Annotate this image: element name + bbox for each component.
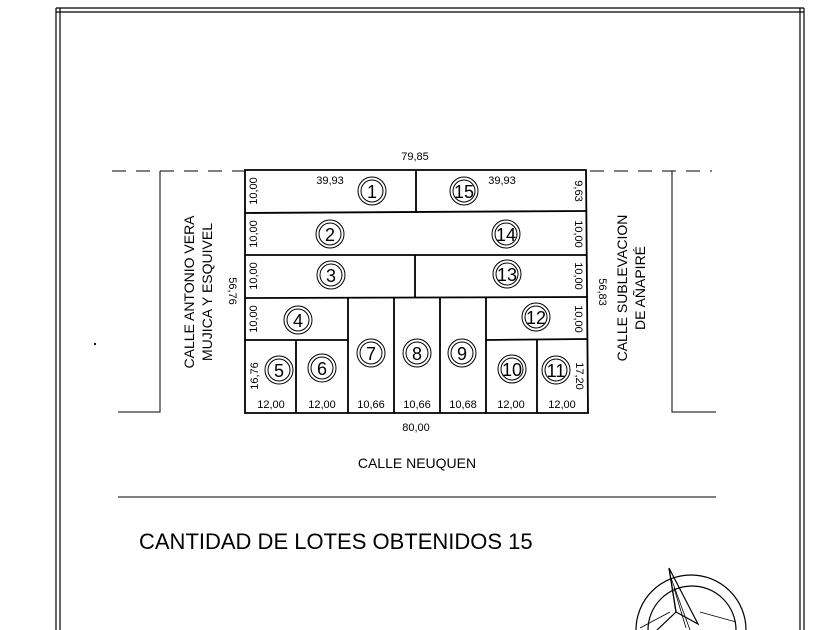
lot-2-depth: 10,00: [248, 220, 260, 248]
lot-number: 4: [293, 311, 303, 331]
lot-8-marker: [402, 338, 432, 368]
lot-number: 5: [274, 361, 284, 381]
lot-7-marker: [356, 338, 386, 368]
lot-number: 2: [325, 225, 335, 245]
lot-number: 14: [496, 225, 516, 245]
lot-5-marker: [264, 355, 294, 385]
total-bottom-dimension: 80,00: [402, 422, 430, 434]
lot-5-depth: 16,76: [249, 362, 261, 390]
lot-8-width: 10,66: [403, 399, 431, 411]
lot-3-depth: 10,00: [248, 262, 260, 290]
left-side-dimension: 56,76: [226, 277, 238, 305]
horizontal-dimensions: 79,85 80,00 39,93 39,93 12,00 12,00 10,6…: [257, 151, 576, 434]
lot-4-depth: 10,00: [248, 305, 260, 333]
sheet-frame: [55, 7, 805, 630]
lot-number: 12: [526, 308, 546, 328]
street-right-name-line1: CALLE SUBLEVACION: [614, 215, 630, 362]
lot-13-marker: [492, 259, 522, 289]
lot-11-marker: [541, 355, 571, 385]
lot-boundaries: [244, 169, 589, 414]
lot-markers: [264, 176, 571, 385]
lot-number: 9: [457, 344, 467, 364]
street-left-name-line1: CALLE ANTONIO VERA: [181, 215, 197, 369]
lot-14-depth: 10,00: [572, 220, 584, 248]
lot-14-marker: [491, 219, 521, 249]
lots-summary: CANTIDAD DE LOTES OBTENIDOS 15: [139, 529, 533, 554]
lot-15-front: 39,93: [488, 175, 516, 187]
lot-12-depth: 10,00: [572, 305, 584, 333]
lot-3-marker: [316, 260, 346, 290]
right-depth-dimensions: 9,63 10,00 10,00 10,00 17,20: [572, 180, 585, 389]
left-depth-dimensions: 10,00 10,00 10,00 10,00 16,76: [248, 177, 261, 390]
lot-number: 13: [497, 265, 517, 285]
right-side-dimension: 56,83: [596, 278, 608, 306]
lot-1-front: 39,93: [316, 175, 344, 187]
lot-4-marker: [283, 305, 313, 335]
lot-number: 1: [367, 182, 377, 202]
street-bottom-name: CALLE NEUQUEN: [358, 455, 476, 471]
north-arrow-icon: [635, 567, 747, 630]
lot-6-marker: [307, 353, 337, 383]
lot-number: 10: [502, 360, 522, 380]
street-names: CALLE ANTONIO VERA MUJICA Y ESQUIVEL CAL…: [181, 215, 648, 471]
lot-15-depth: 9,63: [572, 180, 584, 201]
lot-9-width: 10,68: [449, 399, 477, 411]
lot-6-width: 12,00: [308, 399, 336, 411]
lot-number: 6: [317, 359, 327, 379]
lot-1-depth: 10,00: [248, 177, 260, 205]
lot-15-marker: [449, 176, 479, 206]
lot-numbers: 1 2 3 4 5 6 7 8 9 10 11 12 13 14 15: [274, 182, 565, 381]
lot-number: 11: [547, 361, 566, 381]
lot-9-marker: [447, 338, 477, 368]
lot-1-marker: [357, 176, 387, 206]
lot-12-marker: [521, 302, 551, 332]
lot-10-width: 12,00: [497, 399, 525, 411]
street-left-name-line2: MUJICA Y ESQUIVEL: [199, 223, 215, 361]
lot-11-depth: 17,20: [573, 362, 585, 390]
lot-10-marker: [497, 354, 527, 384]
lot-13-depth: 10,00: [572, 262, 584, 290]
lot-11-width: 12,00: [548, 399, 576, 411]
street-lines: [93, 170, 716, 498]
lot-number: 8: [412, 344, 422, 364]
lot-number: 7: [366, 344, 376, 364]
lot-number: 3: [326, 266, 336, 286]
lot-2-marker: [315, 219, 345, 249]
total-top-dimension: 79,85: [401, 151, 429, 163]
lot-7-width: 10,66: [357, 399, 385, 411]
street-right-name-line2: DE AÑAPIRÉ: [632, 246, 648, 330]
lot-number: 15: [454, 182, 474, 202]
lot-5-width: 12,00: [257, 399, 285, 411]
